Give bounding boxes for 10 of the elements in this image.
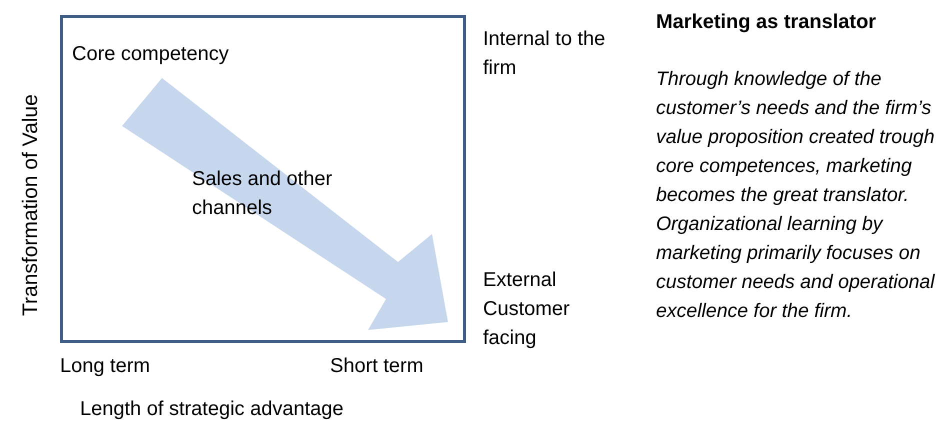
tick-label: Long term [60,354,152,379]
quadrant-label: Internal to the firm [483,27,606,81]
axis-label: Transformation of Value [18,93,43,318]
axis-label: Length of strategic advantage [80,397,345,422]
quadrant-label: Core competency [72,42,230,67]
description-text: Through knowledge of the customer’s needs and the firm’s value proposition created trough core competences, marketing becomes the great translator. Organizational learning by marketing primarily focuses on customer needs and operational excellence for the firm. [656,67,936,324]
tick-label: Short term [330,354,424,379]
arrow-label: Sales and other channels [192,167,334,221]
heading: Marketing as translator [656,10,878,35]
quadrant-label: External Customer facing [483,268,571,351]
